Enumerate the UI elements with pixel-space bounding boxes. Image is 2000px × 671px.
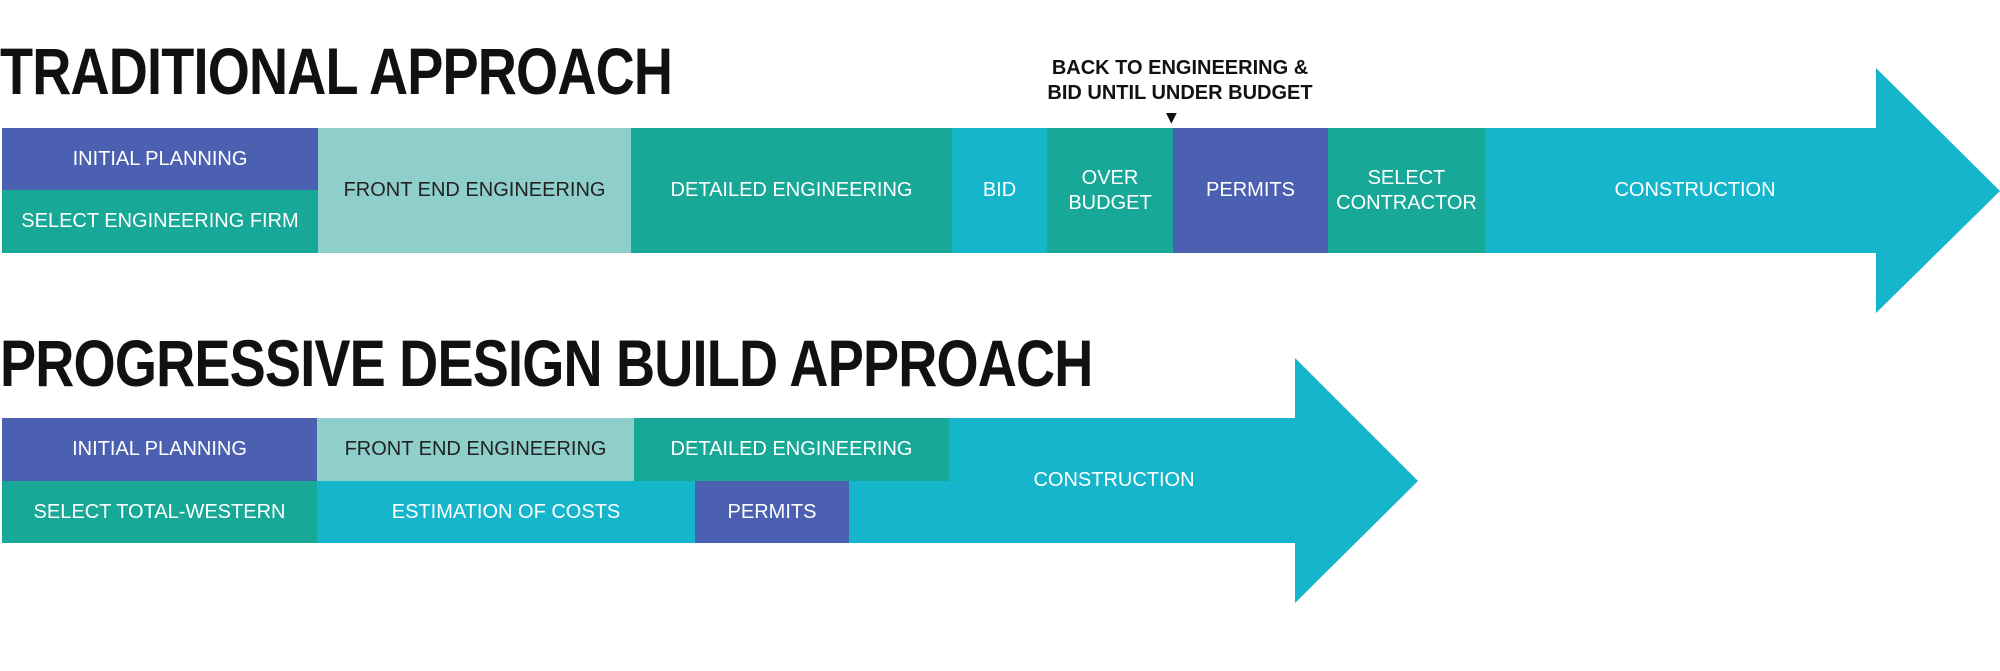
- pdb-permits: PERMITS: [695, 481, 849, 543]
- pdb-detailed-engineering: DETAILED ENGINEERING: [634, 418, 949, 481]
- back-to-engineering-note: BACK TO ENGINEERING & BID UNTIL UNDER BU…: [1020, 56, 1340, 106]
- traditional-approach-title: TRADITIONAL APPROACH: [0, 34, 673, 108]
- pdb-detailed-engineering-label: DETAILED ENGINEERING: [670, 438, 913, 460]
- trad-permits-label: PERMITS: [1206, 179, 1295, 201]
- down-triangle-icon: ▼: [1166, 110, 1177, 126]
- pdb-estimation-of-costs-label: ESTIMATION OF COSTS: [391, 500, 621, 523]
- pdb-permits-label: PERMITS: [727, 500, 817, 523]
- trad-over-budget: OVER BUDGET: [1047, 128, 1173, 253]
- trad-initial-planning-label: INITIAL PLANNING: [72, 147, 248, 170]
- trad-front-end-engineering: FRONT END ENGINEERING: [318, 128, 631, 253]
- pdb-initial-planning-label: INITIAL PLANNING: [72, 438, 247, 460]
- pdb-construction-label: CONSTRUCTION: [1033, 469, 1195, 491]
- pdb-front-end-engineering: FRONT END ENGINEERING: [317, 418, 634, 481]
- trad-select-contractor: SELECT CONTRACTOR: [1328, 128, 1485, 253]
- pdb-construction: CONSTRUCTION: [949, 418, 1279, 543]
- trad-bid: BID: [952, 128, 1047, 253]
- trad-detailed-engineering: DETAILED ENGINEERING: [631, 128, 952, 253]
- trad-front-end-engineering-label: FRONT END ENGINEERING: [343, 179, 606, 201]
- note-line-2: BID UNTIL UNDER BUDGET: [1047, 82, 1313, 104]
- pdb-select-total-western-label: SELECT TOTAL-WESTERN: [33, 500, 286, 523]
- trad-initial-planning: INITIAL PLANNING: [2, 128, 318, 190]
- trad-permits: PERMITS: [1173, 128, 1328, 253]
- trad-over-budget-line-2: BUDGET: [1068, 191, 1152, 214]
- pdb-select-total-western: SELECT TOTAL-WESTERN: [2, 481, 317, 543]
- trad-construction: CONSTRUCTION: [1485, 128, 1905, 253]
- pdb-estimation-of-costs: ESTIMATION OF COSTS: [317, 481, 695, 543]
- trad-detailed-engineering-label: DETAILED ENGINEERING: [670, 179, 913, 201]
- pdb-front-end-engineering-label: FRONT END ENGINEERING: [344, 438, 607, 460]
- progressive-approach-title: PROGRESSIVE DESIGN BUILD APPROACH: [0, 326, 1093, 400]
- trad-select-contractor-line-2: CONTRACTOR: [1336, 191, 1477, 214]
- trad-over-budget-line-1: OVER: [1081, 166, 1139, 189]
- trad-select-contractor-line-1: SELECT: [1367, 166, 1446, 189]
- trad-select-engineering-firm: SELECT ENGINEERING FIRM: [2, 190, 318, 253]
- trad-bid-label: BID: [982, 179, 1017, 201]
- progressive-arrow: [849, 358, 1418, 603]
- trad-select-engineering-firm-label: SELECT ENGINEERING FIRM: [21, 210, 299, 232]
- traditional-arrow: [1480, 68, 2000, 313]
- trad-construction-label: CONSTRUCTION: [1614, 179, 1776, 201]
- note-line-1: BACK TO ENGINEERING &: [1051, 57, 1309, 79]
- pdb-initial-planning: INITIAL PLANNING: [2, 418, 317, 481]
